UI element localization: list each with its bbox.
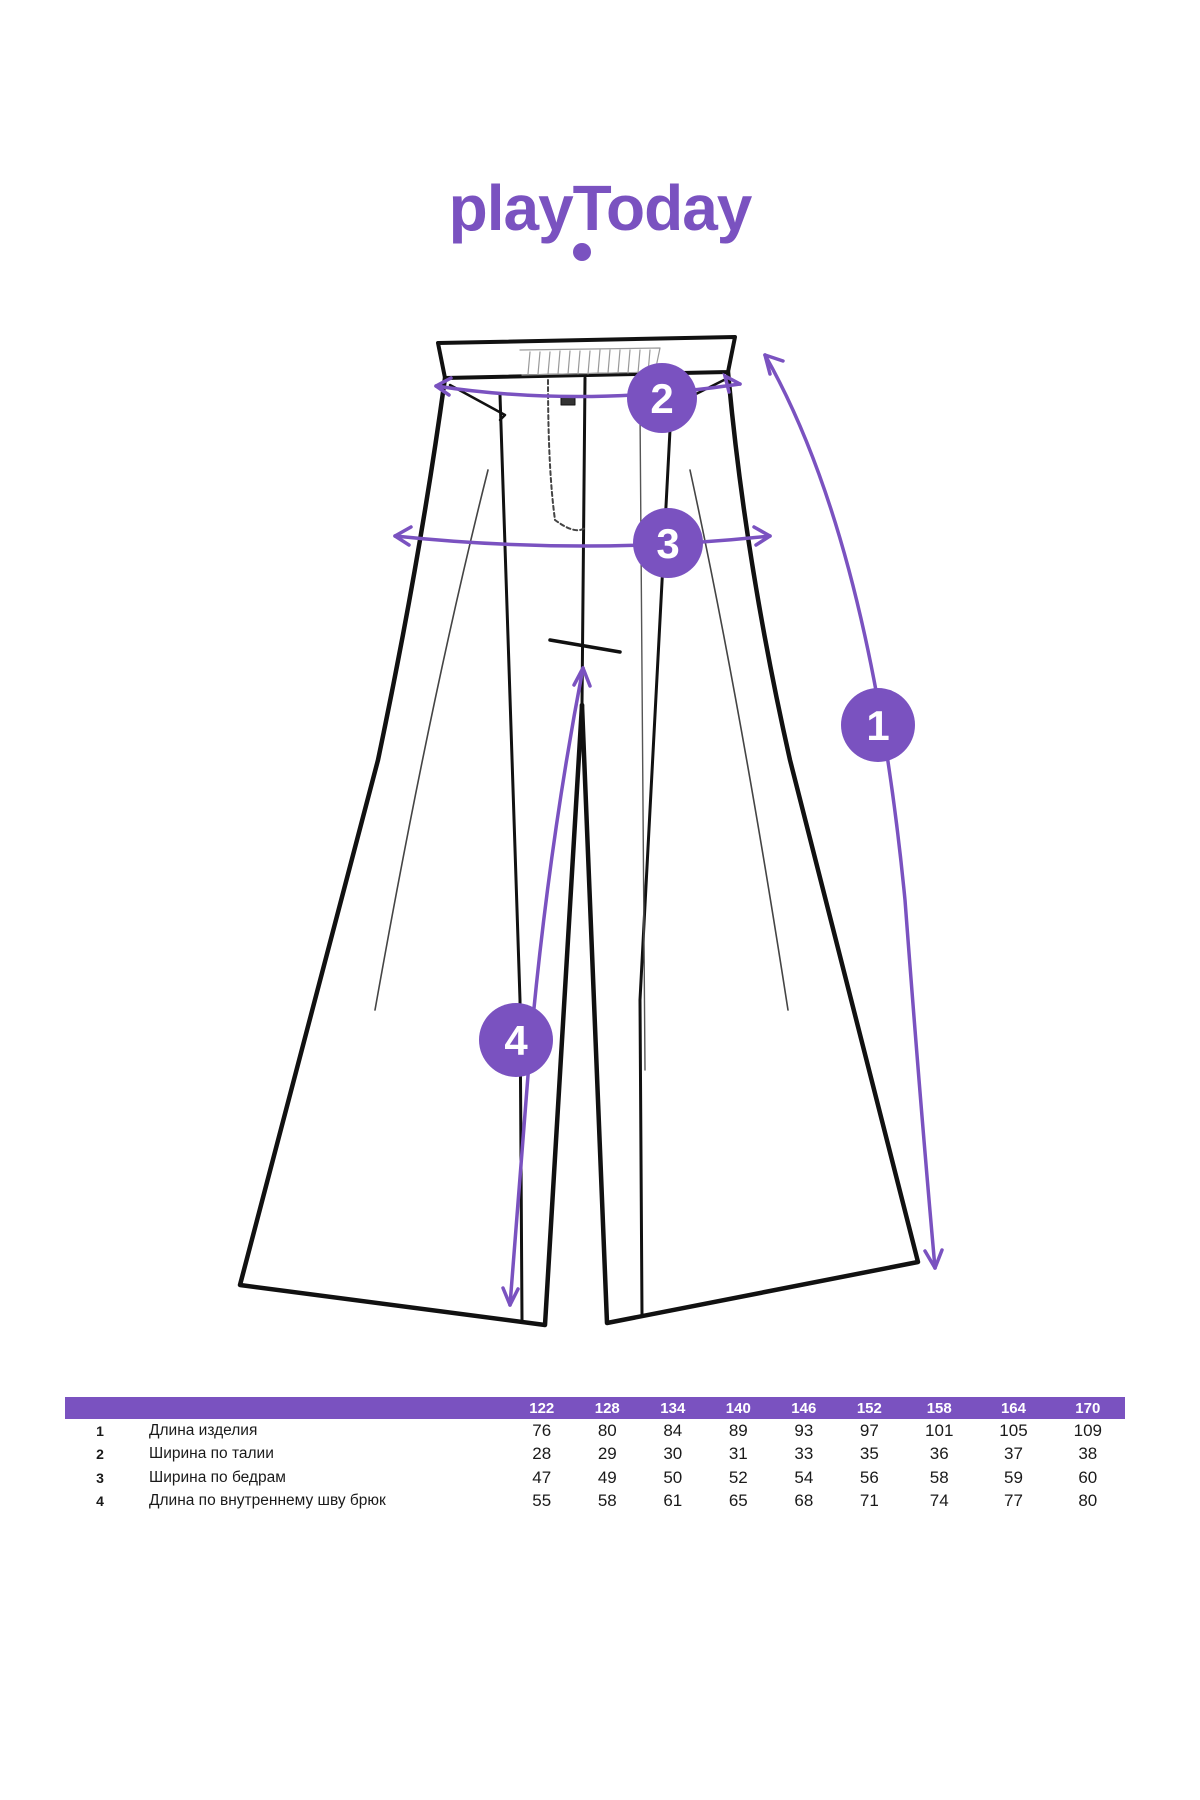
right-dart xyxy=(689,469,789,1011)
table-cell: 54 xyxy=(794,1467,814,1487)
table-row: 2 Ширина по талии 28 29 30 31 33 35 36 3… xyxy=(65,1443,1125,1467)
table-cell: 36 xyxy=(929,1444,949,1464)
row-number: 2 xyxy=(96,1446,104,1463)
fly-stitching xyxy=(547,379,586,532)
marker-3-label: 3 xyxy=(656,520,679,567)
table-cell: 58 xyxy=(597,1491,617,1511)
size-header-row: 122 128 134 140 146 152 158 164 170 xyxy=(65,1397,1125,1419)
table-cell: 109 xyxy=(1073,1420,1102,1440)
table-row: 4 Длина по внутреннему шву брюк 55 58 61… xyxy=(65,1490,1125,1514)
arrow-waist-left-head xyxy=(434,376,453,397)
table-cell: 84 xyxy=(663,1420,683,1440)
marker-4: 4 xyxy=(479,1003,553,1077)
left-dart xyxy=(374,469,489,1011)
logo-dot xyxy=(573,243,591,261)
table-cell: 80 xyxy=(1078,1491,1098,1511)
arrow-length-top-head xyxy=(763,353,785,376)
table-cell: 50 xyxy=(663,1467,683,1487)
table-cell: 89 xyxy=(728,1420,748,1440)
arrow-hips xyxy=(393,534,772,548)
marker-4-label: 4 xyxy=(504,1017,528,1064)
table-cell: 76 xyxy=(532,1420,552,1440)
row-measure-name: Ширина по талии xyxy=(149,1445,274,1463)
arrow-inseam-top-head xyxy=(572,666,592,688)
table-cell: 101 xyxy=(925,1420,954,1440)
size-header-cell: 140 xyxy=(725,1399,751,1417)
size-header-cell: 152 xyxy=(856,1399,882,1417)
marker-2-label: 2 xyxy=(650,375,673,422)
size-header-cell: 146 xyxy=(791,1399,817,1417)
row-measure-name: Длина по внутреннему шву брюк xyxy=(149,1492,386,1510)
row-number: 3 xyxy=(96,1469,104,1486)
table-cell: 47 xyxy=(532,1467,552,1487)
table-cell: 49 xyxy=(597,1467,617,1487)
row-number: 1 xyxy=(96,1422,104,1439)
table-cell: 29 xyxy=(597,1444,617,1464)
right-pleat xyxy=(639,409,646,1071)
table-cell: 38 xyxy=(1078,1444,1098,1464)
table-cell: 59 xyxy=(1004,1467,1023,1487)
table-cell: 105 xyxy=(999,1420,1028,1440)
left-leg-outline xyxy=(237,375,585,1328)
table-cell: 31 xyxy=(728,1444,748,1464)
row-number: 4 xyxy=(96,1493,104,1510)
table-cell: 71 xyxy=(859,1491,879,1511)
table-cell: 55 xyxy=(532,1491,552,1511)
table-cell: 68 xyxy=(794,1491,814,1511)
table-cell: 52 xyxy=(728,1467,748,1487)
arrow-inseam-bottom-head xyxy=(501,1286,520,1307)
size-header-cell: 164 xyxy=(1000,1399,1026,1417)
table-cell: 58 xyxy=(929,1467,949,1487)
marker-2: 2 xyxy=(627,363,697,433)
table-cell: 61 xyxy=(663,1491,683,1511)
row-measure-name: Длина изделия xyxy=(149,1421,258,1439)
size-header-cell: 128 xyxy=(594,1399,620,1417)
arrow-waist-right-head xyxy=(722,372,742,394)
svg-text:playToday: playToday xyxy=(449,172,753,244)
table-cell: 80 xyxy=(597,1420,617,1440)
arrow-hips-right-head xyxy=(752,525,772,547)
table-row: 1 Длина изделия 76 80 84 89 93 97 101 10… xyxy=(65,1419,1125,1443)
size-header-cell: 158 xyxy=(926,1399,952,1417)
arrow-length-bottom-head xyxy=(923,1248,944,1270)
marker-3: 3 xyxy=(633,508,703,578)
table-cell: 60 xyxy=(1078,1467,1098,1487)
table-cell: 56 xyxy=(859,1467,879,1487)
marker-1: 1 xyxy=(841,688,915,762)
brand-logo: playToday xyxy=(449,172,754,261)
row-measure-name: Ширина по бедрам xyxy=(149,1468,286,1486)
table-cell: 77 xyxy=(1004,1491,1023,1511)
arrow-length xyxy=(763,353,937,1270)
table-cell: 35 xyxy=(859,1444,879,1464)
right-leg-outline xyxy=(579,369,921,1326)
table-cell: 30 xyxy=(663,1444,683,1464)
table-cell: 74 xyxy=(929,1491,949,1511)
size-header-cell: 122 xyxy=(529,1399,555,1417)
left-crease xyxy=(498,393,524,1322)
waistband xyxy=(436,335,737,380)
waistband-elastic xyxy=(519,347,661,376)
crotch-bar xyxy=(548,638,622,654)
table-cell: 65 xyxy=(728,1491,748,1511)
arrow-hips-left-head xyxy=(393,525,413,547)
marker-1-label: 1 xyxy=(866,702,889,749)
table-row: 3 Ширина по бедрам 47 49 50 52 54 56 58 … xyxy=(65,1466,1125,1490)
table-cell: 33 xyxy=(794,1444,814,1464)
size-header-cell: 170 xyxy=(1075,1399,1101,1417)
table-cell: 93 xyxy=(794,1420,814,1440)
arrow-waist xyxy=(434,382,742,399)
right-crease xyxy=(638,390,674,1317)
size-header-cell: 134 xyxy=(660,1399,686,1417)
fly-line xyxy=(580,376,587,707)
table-cell: 97 xyxy=(859,1420,879,1440)
size-table: 122 128 134 140 146 152 158 164 170 1 Дл… xyxy=(65,1397,1125,1513)
table-cell: 37 xyxy=(1004,1444,1023,1464)
table-cell: 28 xyxy=(532,1444,552,1464)
